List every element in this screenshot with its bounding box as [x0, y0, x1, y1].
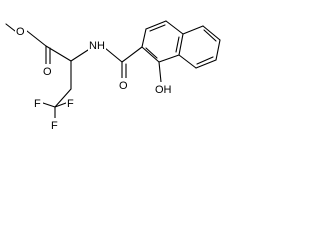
bond-ester-o-carbonyl	[26, 30, 47, 47]
bond-ring-c5-c6	[202, 25, 221, 41]
fluorine-bottom-label: F	[51, 120, 58, 132]
ester-carbonyl-oxygen-label: O	[43, 66, 52, 78]
hydroxyl-label: OH	[155, 84, 172, 96]
bond-ring-c4-c4a	[165, 20, 184, 35]
bond-ch2-cf3	[54, 88, 72, 108]
bond-amide-ring	[121, 46, 143, 63]
bonds	[5, 20, 221, 119]
bond-ring-c1-c2	[141, 46, 160, 63]
bond-ring-c4a-c5	[182, 25, 204, 35]
bond-ring-inner-c1-c2	[145, 47, 158, 59]
bond-nh-amide	[104, 47, 123, 63]
bond-ring-c7-c8	[195, 59, 217, 69]
amide-nitrogen-label: NH	[89, 40, 105, 52]
amide-oxygen-label: O	[119, 80, 128, 92]
bond-c1-oh	[158, 61, 162, 83]
bond-alpha-nh	[70, 49, 89, 62]
chemical-structure: O O NH O OH F F F	[5, 20, 221, 132]
fluorine-left-label: F	[34, 98, 41, 110]
bond-ring-inner-c7-c8	[196, 56, 214, 65]
bond-ring-inner-c5-c6	[203, 29, 217, 42]
bond-ring-c4a-c8a	[178, 33, 184, 56]
bond-ring-c6-c7	[215, 39, 221, 61]
bond-cf3-f-left	[42, 102, 56, 108]
bond-cf3-f-right	[54, 102, 67, 108]
bond-ring-inner-c4a-c8a	[175, 36, 180, 53]
bond-ring-c3-c4	[145, 20, 167, 30]
bond-ring-inner-c3-c4	[149, 24, 166, 32]
fluorine-right-label: F	[67, 98, 74, 110]
bond-ring-c2-c3	[141, 28, 147, 48]
bond-ring-c8-c8a	[178, 54, 197, 69]
bond-methyl-ester-o	[5, 23, 16, 32]
bond-carbonyl-alpha	[45, 45, 72, 62]
bond-ring-c8a-c1	[158, 54, 180, 63]
atom-labels: O O NH O OH F F F	[15, 24, 174, 132]
ester-oxygen-label: O	[16, 26, 25, 38]
